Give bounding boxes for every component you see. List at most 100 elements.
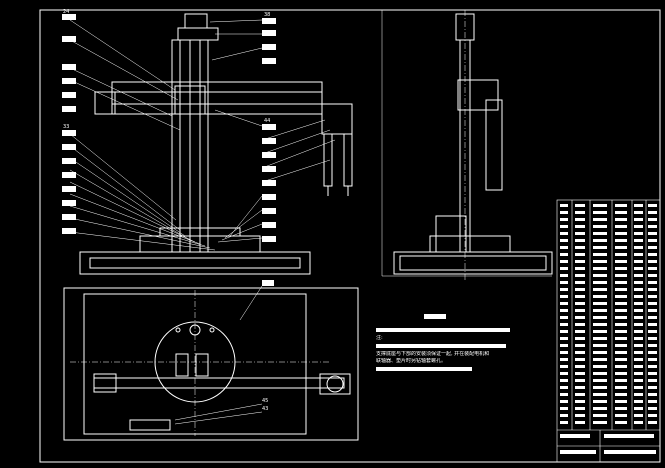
bom-cell: [634, 246, 643, 249]
bom-cell: [634, 274, 643, 277]
bom-cell: [593, 414, 607, 417]
bom-cell: [575, 274, 585, 277]
bom-cell: [648, 204, 657, 207]
bom-cell: [615, 316, 627, 319]
bom-cell: [560, 225, 568, 228]
bom-cell: [560, 407, 568, 410]
bom-cell: [648, 365, 657, 368]
bom-cell: [593, 295, 607, 298]
bom-cell: [634, 260, 643, 263]
bom-cell: [560, 267, 568, 270]
bom-cell: [575, 365, 585, 368]
bom-cell: [615, 358, 627, 361]
bom-cell: [615, 267, 627, 270]
bom-cell: [575, 337, 585, 340]
bom-cell: [560, 246, 568, 249]
bom-cell: [615, 351, 627, 354]
bom-cell: [634, 330, 643, 333]
bom-cell: [575, 421, 585, 424]
bom-cell: [634, 400, 643, 403]
bom-cell: [615, 414, 627, 417]
bom-cell: [575, 211, 585, 214]
title-block-cell: [604, 434, 654, 438]
bom-cell: [560, 358, 568, 361]
bom-cell: [615, 295, 627, 298]
bom-cell: [593, 218, 607, 221]
bom-cell: [593, 204, 607, 207]
front-base-plate: [79, 251, 311, 275]
bom-cell: [634, 414, 643, 417]
bom-cell: [593, 288, 607, 291]
bom-cell: [560, 337, 568, 340]
bom-cell: [593, 351, 607, 354]
bom-cell: [615, 393, 627, 396]
bom-cell: [634, 267, 643, 270]
balloon-top-left: 24: [63, 9, 69, 15]
bom-cell: [575, 232, 585, 235]
bom-cell: [615, 246, 627, 249]
bom-cell: [575, 267, 585, 270]
bom-cell: [593, 323, 607, 326]
bom-cell: [615, 407, 627, 410]
bom-cell: [634, 379, 643, 382]
bom-cell: [648, 281, 657, 284]
bom-cell: [593, 393, 607, 396]
bom-cell: [634, 372, 643, 375]
balloon-right-upper: 44: [264, 118, 270, 124]
bom-cell: [575, 309, 585, 312]
bom-cell: [560, 386, 568, 389]
bom-cell: [615, 365, 627, 368]
bom-cell: [575, 330, 585, 333]
bom-cell: [575, 246, 585, 249]
bom-cell: [575, 358, 585, 361]
bom-cell: [575, 372, 585, 375]
bom-cell: [648, 330, 657, 333]
bom-cell: [648, 309, 657, 312]
bom-cell: [615, 204, 627, 207]
bom-cell: [560, 239, 568, 242]
bom-cell: [615, 330, 627, 333]
bom-cell: [615, 260, 627, 263]
bom-cell: [648, 274, 657, 277]
bom-cell: [648, 372, 657, 375]
bom-cell: [560, 379, 568, 382]
bom-cell: [615, 239, 627, 242]
bom-cell: [575, 393, 585, 396]
bom-cell: [593, 400, 607, 403]
bom-cell: [575, 323, 585, 326]
bom-cell: [593, 211, 607, 214]
bom-cell: [593, 274, 607, 277]
notes-line-3: 联轴器、垫片时另钻轴套螺孔。: [376, 358, 447, 364]
bom-cell: [648, 267, 657, 270]
bom-cell: [560, 253, 568, 256]
bom-cell: [593, 309, 607, 312]
bom-cell: [648, 358, 657, 361]
bom-cell: [615, 225, 627, 228]
bom-cell: [648, 337, 657, 340]
bom-cell: [648, 225, 657, 228]
bom-cell: [560, 281, 568, 284]
bom-cell: [634, 295, 643, 298]
bom-cell: [575, 253, 585, 256]
bom-cell: [593, 316, 607, 319]
bom-cell: [634, 358, 643, 361]
bom-cell: [560, 232, 568, 235]
bom-cell: [593, 407, 607, 410]
notes-line-1: 注:: [376, 335, 383, 341]
bom-cell: [593, 379, 607, 382]
bom-cell: [634, 316, 643, 319]
bom-cell: [575, 400, 585, 403]
title-block-cell: [560, 434, 590, 438]
bom-cell: [560, 351, 568, 354]
bom-cell: [634, 337, 643, 340]
bom-cell: [575, 295, 585, 298]
balloon-bottom-a: 45: [262, 398, 268, 404]
bom-cell: [648, 323, 657, 326]
bom-cell: [615, 281, 627, 284]
bom-cell: [648, 400, 657, 403]
technical-notes: 注: 支撑底座与下部的安装须保证一起, 并在装配电机和 联轴器、垫片时另钻轴套螺…: [376, 326, 516, 374]
bom-cell: [560, 295, 568, 298]
bom-cell: [575, 379, 585, 382]
bom-cell: [575, 407, 585, 410]
bom-cell: [648, 344, 657, 347]
